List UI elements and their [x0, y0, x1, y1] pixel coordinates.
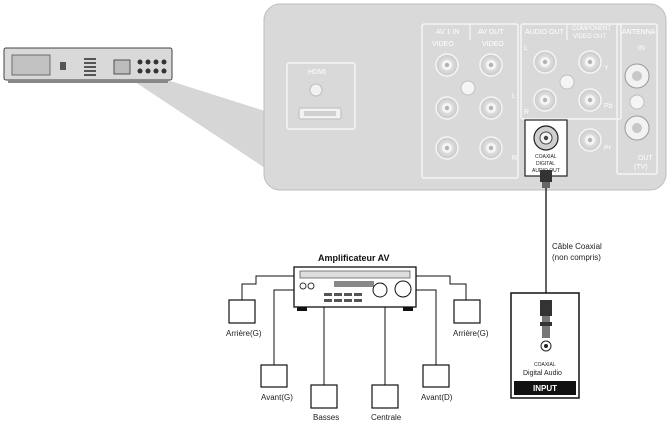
antenna-out-label: OUT	[638, 155, 654, 162]
antenna-group: ANTENNA IN OUT (TV)	[616, 23, 658, 175]
zoom-wedge	[120, 72, 268, 170]
speaker-label: Centrale	[371, 413, 402, 422]
coaxial-label-2: DIGITAL	[536, 161, 555, 167]
comp-pr-label: Pr	[604, 145, 612, 152]
speaker-rear-left: Arrière(G)	[226, 299, 262, 338]
coaxial-port-group: COAXIAL DIGITAL AUDIO OUT	[524, 119, 568, 177]
speaker-label: Avant(G)	[261, 393, 293, 402]
audio-l-label: L	[524, 45, 528, 52]
amplifier-title: Amplificateur AV	[318, 253, 390, 263]
component-label-2: VIDEO OUT	[573, 34, 606, 40]
coaxial-label-1: COAXIAL	[535, 154, 557, 160]
av-l-label: L	[512, 93, 516, 100]
av-jacks-group: AV 1 IN AV OUT VIDEO VIDEO	[421, 23, 519, 179]
speaker-front-left: Avant(G)	[260, 364, 293, 402]
audio-component-group: AUDIO OUT COMPONENT VIDEO OUT L R Y Pb P…	[520, 23, 622, 152]
component-label-1: COMPONENT	[572, 26, 611, 32]
back-panel: HDMI AV 1 IN AV OUT VIDEO VIDEO	[263, 3, 667, 191]
av1-in-label: AV 1 IN	[436, 29, 460, 36]
amplifier-input-box: COAXIAL Digital Audio INPUT	[510, 292, 580, 399]
speaker-label: Arrière(G)	[226, 329, 262, 338]
antenna-in-label: IN	[638, 45, 645, 52]
cable-label-1: Câble Coaxial	[552, 242, 602, 251]
cable-label-2: (non compris)	[552, 253, 601, 262]
input-caption: Digital Audio	[523, 370, 562, 377]
speaker-front-right: Avant(D)	[421, 364, 453, 402]
speaker-label: Avant(D)	[421, 393, 453, 402]
coaxial-plug-top	[540, 170, 552, 188]
player-vent	[84, 58, 96, 76]
input-badge: INPUT	[533, 384, 557, 393]
antenna-tv-label: (TV)	[634, 164, 648, 171]
hdmi-port-group: HDMI	[286, 62, 356, 130]
antenna-label: ANTENNA	[622, 29, 656, 36]
comp-y-label: Y	[604, 65, 609, 72]
audio-r-label: R	[524, 109, 529, 116]
comp-pb-label: Pb	[604, 103, 613, 110]
speaker-rear-right: Arrière(G)	[453, 299, 489, 338]
video-label-left: VIDEO	[432, 41, 454, 48]
video-label-right: VIDEO	[482, 41, 504, 48]
speaker-center: Centrale	[371, 384, 402, 422]
speaker-label: Basses	[313, 413, 339, 422]
av-out-label: AV OUT	[478, 29, 504, 36]
av-amplifier: Amplificateur AV	[293, 253, 417, 311]
hdmi-label: HDMI	[308, 69, 326, 76]
speaker-label: Arrière(G)	[453, 329, 489, 338]
av-r-label: R	[512, 155, 517, 162]
speaker-wires	[241, 275, 467, 385]
input-jack-label: COAXIAL	[534, 362, 556, 368]
speaker-subwoofer: Basses	[310, 384, 339, 422]
dvd-player	[3, 47, 173, 83]
audio-out-label: AUDIO OUT	[525, 29, 565, 36]
